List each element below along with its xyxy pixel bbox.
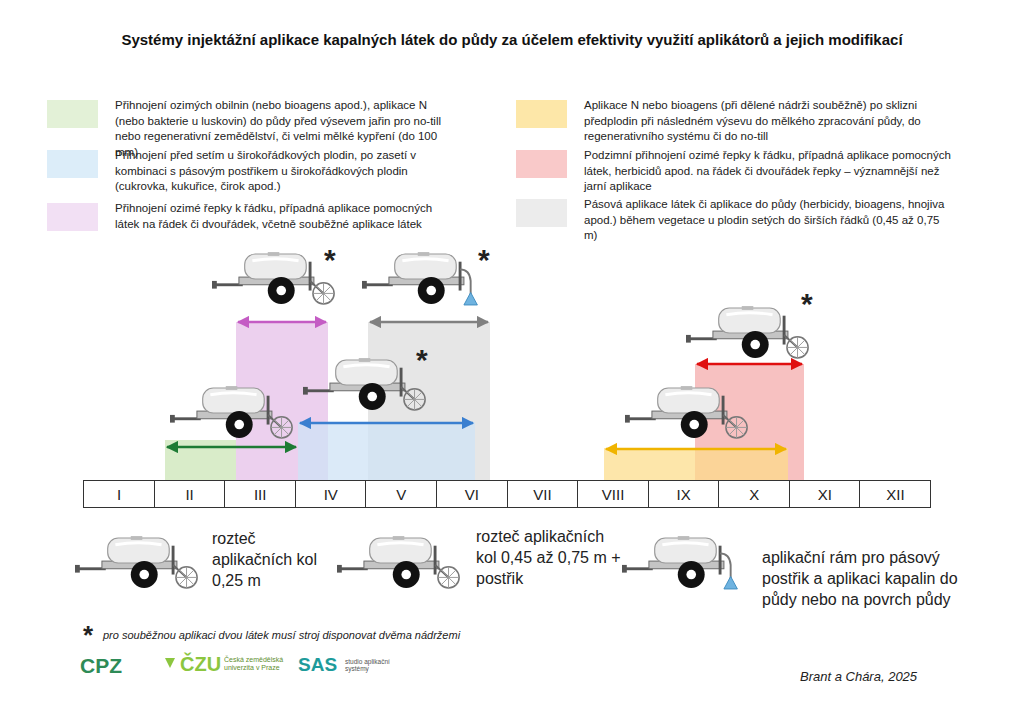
footnote-marker: *: [416, 342, 428, 378]
span-arrow: [167, 446, 296, 449]
month-cell: VIII: [577, 480, 649, 508]
logo-text: Česká zemědělská univerzita v Praze: [224, 656, 294, 672]
applicator-machine: [170, 386, 292, 438]
span-arrow: [300, 422, 473, 425]
applicator-machine: [303, 358, 425, 410]
legend-swatch: [516, 100, 567, 128]
month-cell: XI: [789, 480, 861, 508]
month-cell: VI: [436, 480, 508, 508]
month-label: IX: [677, 486, 691, 503]
legend-text: Přihnojení před setím u širokořádkových …: [115, 148, 445, 195]
legend-swatch: [516, 150, 567, 178]
month-label: II: [185, 486, 193, 503]
applicator-machine: [212, 252, 334, 304]
month-label: VIII: [602, 486, 625, 503]
month-label: V: [396, 486, 406, 503]
author-credit: Brant a Chára, 2025: [800, 669, 917, 685]
month-cell: II: [154, 480, 226, 508]
applicator-machine: [362, 252, 477, 305]
applicator-machine: [686, 306, 808, 358]
diagram-title: Systémy injektážní aplikace kapalných lá…: [0, 31, 1024, 48]
month-label: VII: [533, 486, 551, 503]
month-label: X: [749, 486, 759, 503]
footnote-marker: *: [324, 242, 336, 278]
month-cell: IV: [295, 480, 367, 508]
footnote-marker: *: [83, 620, 93, 651]
applicator-machine: [75, 536, 197, 588]
span-arrow: [606, 448, 786, 451]
legend-text: Přihnojení ozimé řepky k řádku, případná…: [115, 201, 445, 232]
footnote-marker: *: [801, 286, 813, 322]
month-cell: III: [224, 480, 296, 508]
yellow-band: [604, 448, 788, 480]
month-label: IV: [324, 486, 338, 503]
month-cell: X: [718, 480, 790, 508]
month-cell: I: [83, 480, 155, 508]
legend-swatch: [47, 150, 98, 178]
applicator-machine: [625, 386, 747, 438]
legend-swatch: [47, 100, 98, 128]
logo-text: CPZ: [80, 653, 122, 678]
month-cell: XII: [859, 480, 931, 508]
month-label: III: [254, 486, 267, 503]
legend-text: Aplikace N nebo bioagens (při dělené nád…: [584, 98, 954, 145]
month-label: XII: [886, 486, 904, 503]
span-arrow: [697, 363, 802, 366]
month-label: VI: [465, 486, 479, 503]
footnote-marker: *: [478, 242, 490, 278]
month-cell: VII: [507, 480, 579, 508]
span-arrow: [238, 321, 326, 324]
machine-caption: rozteč aplikačních kol 0,25 m: [212, 528, 320, 591]
legend-text: Pásová aplikace látek či aplikace do půd…: [584, 197, 954, 244]
blue-band: [298, 422, 475, 480]
logo-text: SAS: [298, 654, 337, 677]
month-label: I: [117, 486, 121, 503]
legend-swatch: [47, 203, 98, 231]
month-label: XI: [818, 486, 832, 503]
applicator-machine: [337, 536, 459, 588]
logo-mark: [165, 658, 175, 668]
legend-text: Podzimní přihnojení ozimé řepky k řádku,…: [584, 148, 954, 195]
machine-caption: rozteč aplikačních kol 0,45 až 0,75 m + …: [476, 526, 626, 589]
span-arrow: [370, 321, 488, 324]
footnote-text: pro souběžnou aplikaci dvou látek musí s…: [103, 629, 460, 642]
legend-swatch: [516, 199, 567, 227]
logo-text: ČZU: [180, 652, 221, 676]
applicator-machine: [622, 536, 737, 589]
month-cell: IX: [648, 480, 720, 508]
logo-text: studio aplikační systémy: [345, 658, 393, 673]
machine-caption: aplikační rám pro pásový postřik a aplik…: [762, 547, 977, 610]
month-cell: V: [365, 480, 437, 508]
